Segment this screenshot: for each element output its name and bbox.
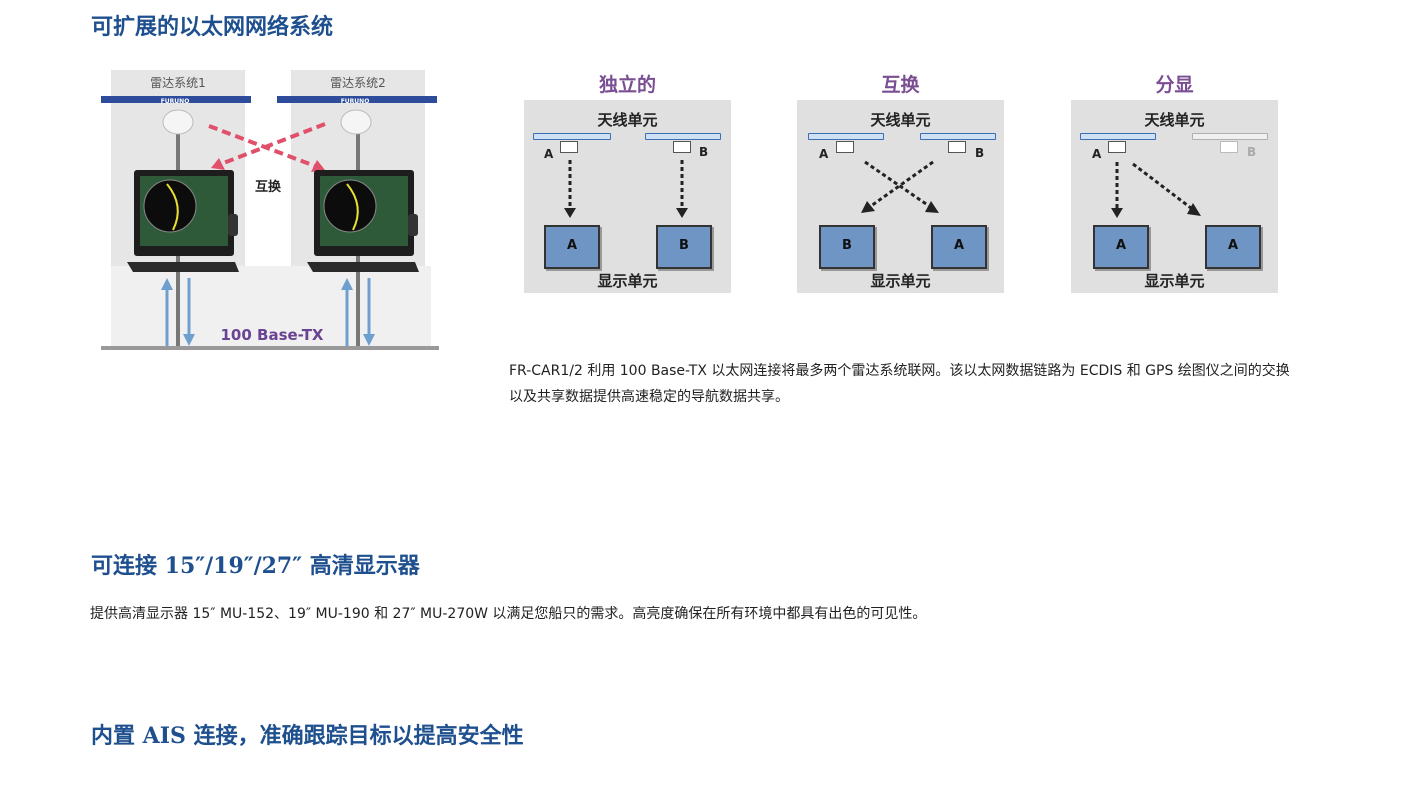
section-title-ais: 内置 AIS 连接，准确跟踪目标以提高安全性 — [91, 723, 524, 749]
display-1-label: B — [842, 238, 852, 253]
network-label: 100 Base-TX — [220, 326, 324, 344]
network-description: FR-CAR1/2 利用 100 Base-TX 以太网连接将最多两个雷达系统联… — [509, 363, 1290, 405]
antenna-bar-a — [1080, 133, 1156, 140]
swap-label: 互换 — [255, 180, 282, 195]
display-unit-2: A — [931, 225, 987, 269]
antenna-unit-label: 天线单元 — [597, 111, 658, 129]
panel-split: 天线单元 A B A A 显示单元 — [1071, 100, 1278, 293]
antenna-bar-b-inactive — [1192, 133, 1268, 140]
display-unit-label: 显示单元 — [870, 272, 931, 290]
antenna-b-label: B — [975, 146, 985, 160]
panel-title-independent: 独立的 — [598, 74, 656, 96]
antenna-bar-a — [808, 133, 884, 140]
antenna-bar-a — [533, 133, 611, 140]
panel-arrows — [564, 160, 688, 218]
panel-arrows — [1111, 162, 1201, 218]
radar-network-illustration: FURUNO FURUNO — [101, 70, 439, 350]
antenna-a-label: A — [819, 147, 829, 161]
display-unit-2: A — [1205, 225, 1261, 269]
antenna-brand-2: FURUNO — [341, 98, 370, 105]
antenna-unit-b-inactive — [1220, 141, 1238, 153]
antenna-unit-a — [836, 141, 854, 153]
antenna-unit-a — [560, 141, 578, 153]
display-1-label: A — [566, 238, 578, 253]
section-title-displays: 可连接 15″/19″/27″ 高清显示器 — [91, 553, 420, 579]
antenna-b-label: B — [1247, 145, 1257, 159]
panel-title-split: 分显 — [1155, 74, 1194, 96]
radar-network-photo: FURUNO FURUNO — [97, 66, 442, 356]
antenna-b-label: B — [699, 145, 709, 159]
display-2-label: A — [1227, 238, 1239, 253]
display-2-label: A — [953, 238, 965, 253]
section-title-network: 可扩展的以太网网络系统 — [91, 14, 334, 40]
panel-independent: 天线单元 A B A B 显示单元 — [524, 100, 731, 293]
display-2-label: B — [679, 238, 689, 253]
antenna-unit-b — [673, 141, 691, 153]
display-unit-1: A — [1093, 225, 1149, 269]
antenna-unit-label: 天线单元 — [870, 111, 931, 129]
antenna-unit-a — [1108, 141, 1126, 153]
panel-swap: 天线单元 A B B A 显示单元 — [797, 100, 1004, 293]
system1-label: 雷达系统1 — [150, 76, 206, 90]
antenna-a-label: A — [1092, 147, 1102, 161]
panel-arrows — [861, 160, 939, 213]
antenna-bar-b — [920, 133, 996, 140]
antenna-unit-b — [948, 141, 966, 153]
display-unit-1: B — [819, 225, 875, 269]
displays-description: 提供高清显示器 15″ MU-152、19″ MU-190 和 27″ MU-2… — [90, 606, 927, 622]
panel-title-swap: 互换 — [881, 74, 920, 96]
antenna-brand-1: FURUNO — [161, 98, 190, 105]
display-unit-label: 显示单元 — [597, 272, 658, 290]
display-unit-1: A — [544, 225, 600, 269]
antenna-a-label: A — [544, 147, 554, 161]
display-1-label: A — [1115, 238, 1127, 253]
antenna-bar-b — [645, 133, 721, 140]
display-unit-label: 显示单元 — [1144, 272, 1205, 290]
antenna-unit-label: 天线单元 — [1144, 111, 1205, 129]
display-unit-2: B — [656, 225, 712, 269]
system2-label: 雷达系统2 — [330, 76, 386, 90]
